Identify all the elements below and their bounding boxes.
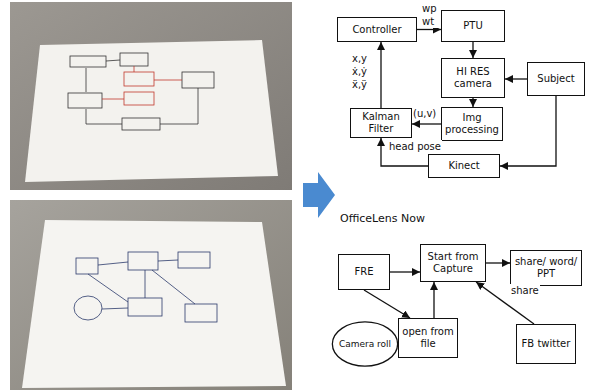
sketch-lines (74, 252, 217, 322)
process-box: Start from Capture (420, 244, 486, 282)
connector (486, 262, 510, 263)
connector (417, 29, 441, 30)
process-box: Kinect (428, 154, 500, 178)
process-box: Subject (527, 62, 585, 96)
sketch-red (102, 66, 182, 105)
connector (390, 271, 420, 272)
photo-top (10, 2, 292, 190)
connector (364, 290, 410, 318)
process-box: PTU (441, 10, 505, 42)
node-text: FRE (354, 266, 373, 278)
table-surface (10, 2, 292, 190)
node-text: Controller (352, 24, 401, 36)
diagram-heading: OfficeLens Now (340, 212, 425, 226)
circle-shape (332, 322, 397, 366)
circle-node: Camera roll (331, 321, 399, 367)
edge-label: wp wt (421, 2, 441, 28)
edge-label: (u,v) (412, 107, 437, 120)
connector (500, 96, 556, 166)
edge-label: x,y ẋ,ẏ ẍ,ÿ (351, 52, 377, 91)
connector (433, 282, 434, 318)
node-text: HI RES camera (445, 66, 501, 90)
paper-sheet (22, 220, 286, 388)
connector (472, 98, 473, 107)
node-text: Kinect (448, 160, 479, 172)
process-box: share/ word/ PPT (510, 250, 582, 286)
node-text: share/ word/ PPT (514, 256, 578, 280)
node-text: Start from Capture (424, 251, 482, 275)
edge-label: head pose (388, 140, 442, 153)
process-box: open from file (398, 318, 458, 358)
connector (472, 42, 473, 58)
node-text: open from file (402, 326, 454, 350)
table-surface (10, 200, 292, 390)
process-box: Kalman Filter (350, 108, 412, 138)
connector (505, 78, 527, 79)
process-box: FRE (338, 254, 390, 290)
process-box: FB twitter (516, 324, 576, 364)
connector (380, 42, 381, 108)
photo-bottom (10, 200, 292, 390)
transition-arrow (303, 172, 335, 218)
edge-label: share (510, 284, 540, 297)
process-box: HI RES camera (441, 58, 505, 98)
connector (412, 123, 441, 124)
node-text: Camera roll (339, 339, 391, 350)
paper-sheet (25, 40, 278, 182)
node-text: FB twitter (522, 338, 571, 350)
process-box: Controller (337, 17, 417, 42)
node-text: Subject (537, 73, 574, 85)
sketch-lines (68, 53, 214, 130)
node-text: Kalman Filter (354, 111, 408, 135)
node-text: Img processing (445, 112, 499, 136)
process-box: Img processing (441, 107, 503, 141)
node-text: PTU (463, 20, 482, 32)
